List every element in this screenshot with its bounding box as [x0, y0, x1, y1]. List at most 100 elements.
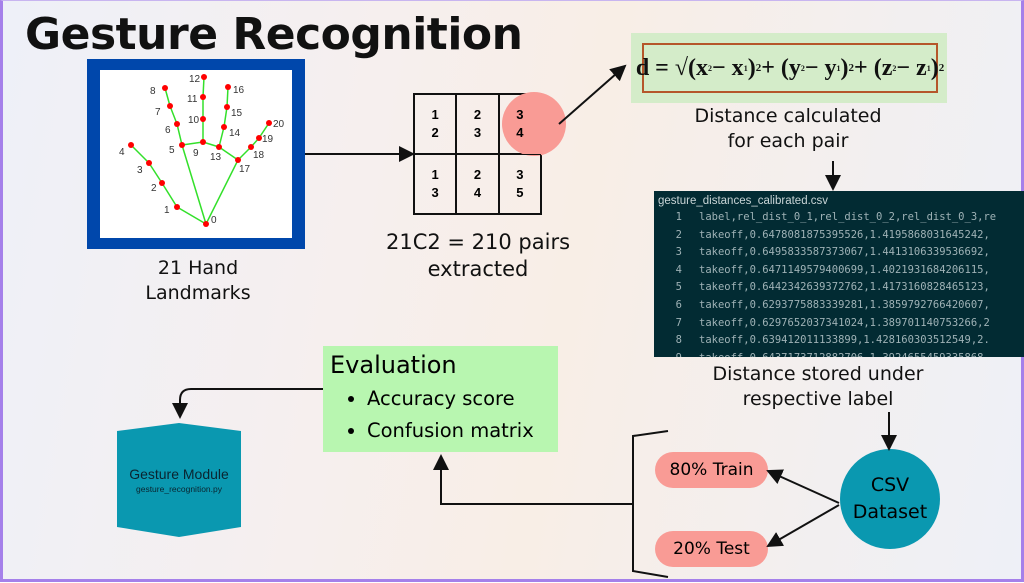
- hand-caption: 21 Hand Landmarks: [123, 256, 273, 306]
- hand-bone: [223, 106, 228, 128]
- landmark-label: 12: [189, 74, 201, 85]
- landmark-joint: [179, 142, 185, 148]
- landmark-joint: [248, 144, 254, 150]
- module-name: Gesture Module: [129, 466, 229, 482]
- landmark-label: 13: [210, 152, 222, 163]
- hand-bone: [176, 123, 183, 146]
- csv-line-text: takeoff,0.639412011133899,1.428160303512…: [699, 334, 990, 347]
- csv-line-text: takeoff,0.6442342639372762,1.41731608284…: [699, 281, 990, 294]
- distance-caption-line1: Distance calculated: [694, 105, 882, 127]
- hand-bone: [218, 146, 239, 161]
- hand-caption-line2: Landmarks: [145, 282, 251, 304]
- landmark-label: 2: [151, 183, 157, 194]
- landmark-label: 14: [229, 128, 241, 139]
- landmark-joint: [221, 124, 227, 130]
- hand-bone: [258, 122, 270, 139]
- landmark-label: 7: [155, 107, 161, 118]
- hand-bone: [130, 144, 150, 164]
- csv-row: 8 takeoff,0.639412011133899,1.42816030351…: [654, 332, 1024, 350]
- hand-bone: [181, 141, 204, 146]
- csv-line-text: takeoff,0.6495833587373067,1.44131063395…: [699, 246, 990, 259]
- page-title: Gesture Recognition: [25, 9, 523, 60]
- csv-line-number: 6: [675, 298, 682, 311]
- csv-line-number: 1: [675, 211, 682, 223]
- evaluation-heading: Evaluation: [330, 351, 457, 379]
- landmark-joint: [200, 139, 206, 145]
- landmark-joint: [256, 135, 262, 141]
- csv-line-text: takeoff,0.6471149579400699,1.40219316842…: [699, 263, 990, 276]
- landmark-label: 18: [253, 150, 265, 161]
- landmark-label: 0: [211, 215, 217, 226]
- stored-caption-line1: Distance stored under: [712, 363, 924, 385]
- hand-bone: [176, 206, 207, 225]
- landmark-label: 10: [188, 115, 200, 126]
- landmark-joint: [174, 204, 180, 210]
- landmark-joint: [201, 74, 207, 80]
- landmark-joint: [200, 116, 206, 122]
- csv-row: 9 takeoff,0.6437173712882706,1.3924655459…: [654, 350, 1024, 357]
- csv-line-number: 8: [675, 334, 682, 347]
- landmark-joint: [216, 144, 222, 150]
- dataset-line2: Dataset: [852, 501, 928, 523]
- landmark-joint: [128, 142, 134, 148]
- hand-bone: [218, 126, 225, 148]
- distance-caption: Distance calculated for each pair: [683, 104, 893, 154]
- csv-row: 5 takeoff,0.6442342639372762,1.4173160828…: [654, 279, 1024, 297]
- landmark-label: 8: [150, 86, 156, 97]
- stored-caption: Distance stored under respective label: [703, 362, 933, 412]
- csv-line-text: takeoff,0.6437173712882706,1.39246554593…: [699, 352, 990, 357]
- landmark-label: 5: [169, 145, 175, 156]
- csv-dataset-node: CSV Dataset: [840, 449, 940, 549]
- arrow-dataset-to-test: [766, 504, 840, 548]
- test-split: 20% Test: [655, 531, 768, 567]
- landmark-label: 19: [262, 134, 274, 145]
- landmark-label: 16: [233, 85, 245, 96]
- csv-line-text: takeoff,0.6293775883339281,1.38597927664…: [699, 298, 990, 311]
- csv-row: 2 takeoff,0.6478081875395526,1.4195868031…: [654, 227, 1024, 245]
- hand-caption-line1: 21 Hand: [157, 257, 239, 279]
- gesture-module-shape: [117, 423, 241, 537]
- landmark-label: 3: [137, 165, 143, 176]
- landmark-label: 20: [273, 119, 285, 130]
- landmark-joint: [174, 121, 180, 127]
- evaluation-box: Evaluation Accuracy score Confusion matr…: [323, 346, 558, 452]
- csv-row: 1 label,rel_dist_0_1,rel_dist_0_2,rel_dis…: [654, 209, 1024, 227]
- csv-line-number: 4: [675, 263, 682, 276]
- hand-bone: [161, 182, 178, 208]
- hand-landmarks-frame: [87, 59, 305, 249]
- hand-bone: [164, 87, 171, 107]
- landmark-joint: [266, 120, 272, 126]
- csv-line-number: 2: [675, 228, 682, 241]
- landmark-label: 9: [193, 148, 199, 159]
- arrow-split-to-evaluation: [433, 454, 633, 505]
- hand-bone: [237, 146, 252, 161]
- dataset-line1: CSV: [870, 474, 910, 496]
- landmark-label: 11: [187, 94, 198, 105]
- module-file: gesture_recognition.py: [135, 484, 222, 494]
- landmark-joint: [203, 221, 209, 227]
- arrow-evaluation-to-module: [172, 388, 323, 419]
- landmark-joint: [146, 160, 152, 166]
- csv-line-number: 5: [675, 281, 682, 294]
- csv-line-text: label,rel_dist_0_1,rel_dist_0_2,rel_dist…: [699, 211, 997, 223]
- csv-line-number: 9: [654, 350, 682, 357]
- stored-caption-line2: respective label: [742, 388, 894, 410]
- csv-row: 4 takeoff,0.6471149579400699,1.4021931684…: [654, 262, 1024, 280]
- evaluation-item: Confusion matrix: [367, 415, 558, 447]
- arrow-dataset-to-train: [766, 469, 840, 504]
- hand-bone: [169, 105, 178, 125]
- landmark-joint: [225, 84, 231, 90]
- csv-line-text: takeoff,0.6478081875395526,1.41958680316…: [699, 228, 990, 241]
- hand-bone: [205, 159, 239, 225]
